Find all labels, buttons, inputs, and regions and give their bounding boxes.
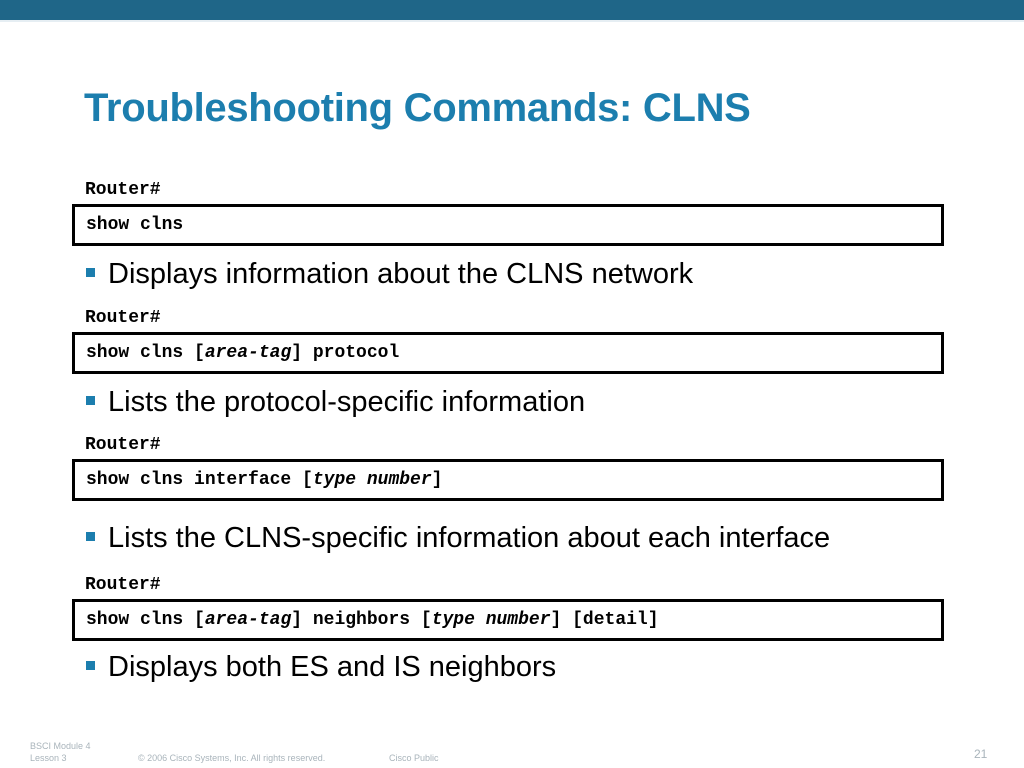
router-prompt: Router# [85, 435, 161, 455]
bullet-text: Displays both ES and IS neighbors [108, 651, 557, 683]
command-text: show clns [area-tag] neighbors [type num… [86, 610, 659, 630]
square-bullet-icon [86, 660, 95, 670]
command-segment: show clns [86, 215, 184, 235]
command-segment: ] [431, 470, 443, 490]
command-segment: show clns [ [86, 343, 205, 363]
command-text: show clns [area-tag] protocol [86, 343, 399, 363]
command-box: show clns interface [type number] [72, 459, 944, 501]
command-segment: ] [detail] [550, 610, 659, 630]
footer-copyright: © 2006 Cisco Systems, Inc. All rights re… [138, 753, 326, 763]
command-argument: type number [431, 610, 551, 630]
page-number: 21 [974, 747, 988, 761]
bullet-text: Lists the CLNS-specific information abou… [108, 522, 831, 554]
command-argument: area-tag [204, 610, 292, 630]
command-argument: area-tag [204, 343, 292, 363]
router-prompt: Router# [85, 180, 161, 200]
square-bullet-icon [86, 267, 95, 277]
bullet-item: Lists the CLNS-specific information abou… [86, 522, 830, 555]
footer-lesson: Lesson 3 [30, 753, 67, 763]
command-segment: show clns [ [86, 610, 205, 630]
command-segment: show clns interface [ [86, 470, 313, 490]
slide-title: Troubleshooting Commands: CLNS [84, 86, 751, 130]
footer-module: BSCI Module 4 [30, 741, 91, 751]
command-box: show clns [72, 204, 944, 246]
command-segment: ] protocol [291, 343, 400, 363]
router-prompt: Router# [85, 308, 161, 328]
router-prompt: Router# [85, 575, 161, 595]
command-text: show clns interface [type number] [86, 470, 442, 490]
top-banner-divider [0, 20, 1024, 22]
bullet-item: Displays both ES and IS neighbors [86, 651, 556, 684]
top-banner [0, 0, 1024, 20]
command-segment: ] neighbors [ [291, 610, 432, 630]
square-bullet-icon [86, 531, 95, 541]
bullet-text: Lists the protocol-specific information [108, 386, 586, 418]
command-box: show clns [area-tag] neighbors [type num… [72, 599, 944, 641]
command-box: show clns [area-tag] protocol [72, 332, 944, 374]
command-text: show clns [86, 215, 183, 235]
footer-classification: Cisco Public [389, 753, 439, 763]
command-argument: type number [312, 470, 432, 490]
bullet-item: Lists the protocol-specific information [86, 386, 585, 419]
bullet-item: Displays information about the CLNS netw… [86, 258, 693, 291]
bullet-text: Displays information about the CLNS netw… [108, 258, 694, 290]
square-bullet-icon [86, 395, 95, 405]
